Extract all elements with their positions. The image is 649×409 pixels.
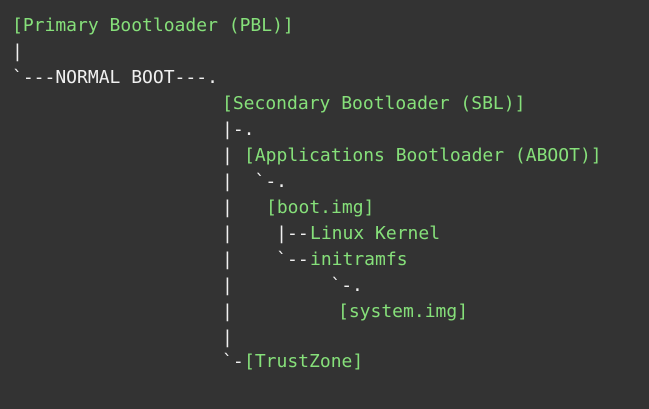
- connector-kernel-branch: | |--: [222, 223, 309, 244]
- connector-normal-boot: `---NORMAL BOOT---.: [12, 67, 218, 88]
- connector-initramfs-tick: | `--: [222, 249, 309, 270]
- connector-initramfs-child: | `-.: [222, 275, 363, 296]
- connector-sbl-branch: |-.: [222, 119, 255, 140]
- connector-pipe-1: |: [222, 145, 233, 166]
- node-initramfs: initramfs: [310, 249, 408, 270]
- node-trustzone: [TrustZone]: [244, 351, 364, 372]
- connector-pbl-pipe: |: [12, 41, 23, 62]
- node-system-img: [system.img]: [338, 301, 469, 322]
- node-boot-img: [boot.img]: [266, 197, 375, 218]
- node-aboot: [Applications Bootloader (ABOOT)]: [244, 145, 602, 166]
- connector-pipe-3: |: [222, 301, 233, 322]
- connector-trustzone-tick: `-: [222, 351, 244, 372]
- connector-aboot-tick: | `-.: [222, 171, 288, 192]
- node-pbl: [Primary Bootloader (PBL)]: [12, 15, 294, 36]
- connector-pipe-4: |: [222, 327, 233, 348]
- connector-pipe-2: |: [222, 197, 233, 218]
- node-linux-kernel: Linux Kernel: [310, 223, 441, 244]
- node-sbl: [Secondary Bootloader (SBL)]: [222, 93, 526, 114]
